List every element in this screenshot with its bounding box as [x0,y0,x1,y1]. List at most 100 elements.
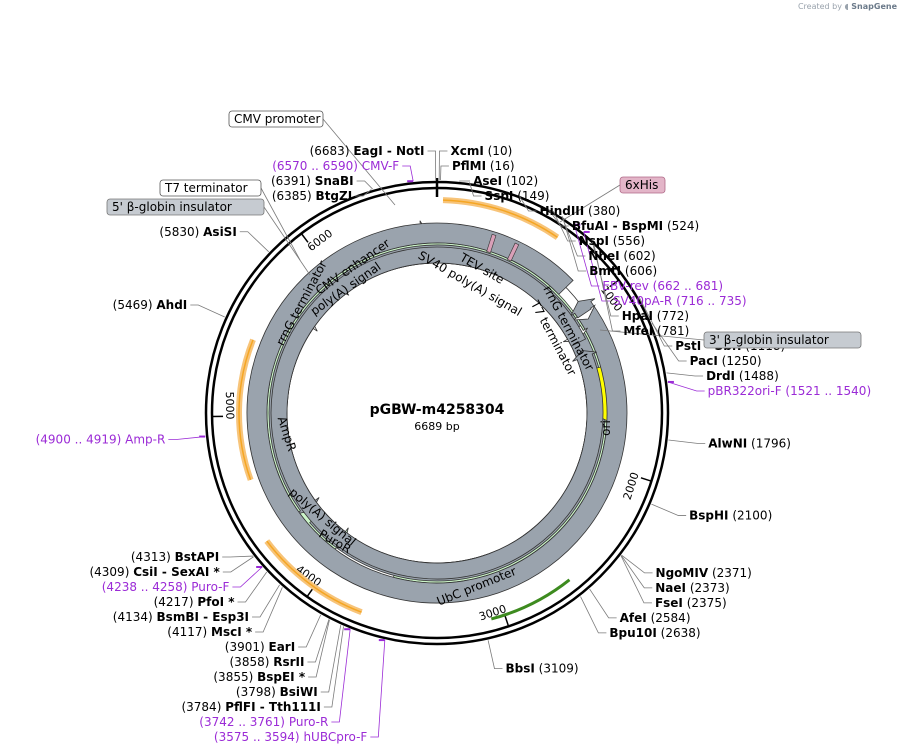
site-label-bstapi: (4313) BstAPI [131,550,219,564]
site-position: (2100) [732,508,772,522]
site-label-mfei: MfeI (781) [623,324,689,338]
site-label-fsei: FseI (2375) [655,596,727,610]
tick-mark [300,233,309,243]
site-leader-line [222,556,254,573]
site-name: BtgZI [316,189,353,203]
site-leader-line [620,555,653,589]
site-position: (380) [588,204,620,218]
site-name: AhdI [156,298,187,312]
site-position: (6385) [272,189,312,203]
his-tag-marker [507,242,520,262]
site-position: (3784) [181,700,221,714]
feature-callout-box [619,176,666,194]
site-name: PflFI - Tth111I [225,700,321,714]
site-label-hpai: HpaI (772) [622,309,689,323]
site-position: (3109) [539,662,579,676]
site-name: BstAPI [175,550,220,564]
snapgene-logo-icon: ◖ [844,2,849,11]
site-label-afei: AfeI (2584) [620,611,691,625]
site-label-eari: (3901) EarI [225,640,295,654]
feature-callout-box [106,198,265,216]
site-leader-line [222,555,254,558]
site-label-nhei: NheI (602) [588,249,655,263]
t7-terminator-right-box [270,246,604,580]
site-position: (10) [488,144,513,158]
site-position: (4217) [154,595,194,609]
primer-leader-line [232,566,263,588]
site-name: SnaBI [315,174,354,188]
site-name: HpaI [622,309,653,323]
credit-brand: SnapGene [851,2,897,11]
primer-range: (6570 .. 6590) [272,159,358,173]
sv40-polya-box [246,222,628,604]
orf-arc-ampr-core [238,339,254,481]
primer-label-sv40pa-r: SV40pA-R (716 .. 735) [613,294,747,308]
feature-callout-leader [599,329,705,341]
tev-site-marker [486,233,497,254]
site-label-bsmbi-esp3i: (4134) BsmBI - Esp3I [113,610,249,624]
site-leader-line [562,216,587,272]
site-label-nspi: NspI (556) [579,234,645,248]
tick-label: 6000 [305,227,335,254]
primer-name: EBV-rev [602,279,648,293]
feature-callout-box [703,331,862,349]
site-leader-line [255,587,283,633]
site-name: NspI [579,234,609,248]
primer-range: (4238 .. 4258) [102,580,188,594]
site-position: (1488) [739,369,779,383]
primer-leader-line [331,629,351,723]
site-position: (781) [657,324,689,338]
site-label-pflfi-tth111i: (3784) PflFI - Tth111I [181,700,320,714]
site-leader-line [620,555,652,604]
primer-label-puro-r: (3742 .. 3761) Puro-R [199,715,328,729]
site-position: (1796) [751,436,791,450]
primer-label-cmv-f: (6570 .. 6590) CMV-F [272,159,399,173]
site-name: AsiSI [203,225,237,239]
feature-callout-leader [322,118,396,206]
site-position: (6391) [271,174,311,188]
site-position: (524) [667,219,699,233]
site-position: (602) [623,249,655,263]
site-leader-line [239,231,270,253]
site-name: AseI [473,174,502,188]
primer-leader-line [402,165,414,182]
site-leader-line [621,554,653,574]
site-leader-line [487,640,503,670]
site-label-snabi: (6391) SnaBI [271,174,354,188]
primer-range: (4900 .. 4919) [36,432,122,446]
primer-name: CMV-F [362,159,400,173]
site-position: (2638) [661,626,701,640]
feature-layer [236,197,628,621]
site-name: DrdI [706,369,735,383]
primer-label-puro-f: (4238 .. 4258) Puro-F [102,580,230,594]
site-label-rsrii: (3858) RsrII [230,655,305,669]
site-leader-line [651,503,687,516]
site-position: (102) [506,174,538,188]
tick-label: 2000 [621,471,642,502]
site-position: (772) [657,309,689,323]
site-label-msci: (4117) MscI * [167,625,253,639]
primer-name: SV40pA-R [613,294,672,308]
site-position: (4313) [131,550,171,564]
site-leader-line [580,596,607,634]
rrng-terminator-right-arrow [571,304,596,321]
tick-mark [504,615,510,627]
site-name: HindIII [540,204,585,218]
site-name: BspEI * [257,670,306,684]
site-label-hindiii: HindIII (380) [540,204,621,218]
site-position: (5830) [159,225,199,239]
site-leader-line [356,180,373,190]
primer-name: pBR322ori-F [708,384,782,398]
leader-layer [168,118,706,738]
site-name: BfuAI - BspMI [572,219,663,233]
site-leader-line [440,165,449,181]
feature-callout-box [159,179,262,197]
site-label-ngomiv: NgoMIV (2371) [656,566,752,580]
site-name: FseI [655,596,683,610]
site-label-asei: AseI (102) [473,174,538,188]
primer-label-hubcpro-f: (3575 .. 3594) hUBCpro-F [214,730,368,744]
site-label-bbsi: BbsI (3109) [505,662,578,676]
site-leader-line [323,626,344,708]
site-leader-line [469,182,482,197]
